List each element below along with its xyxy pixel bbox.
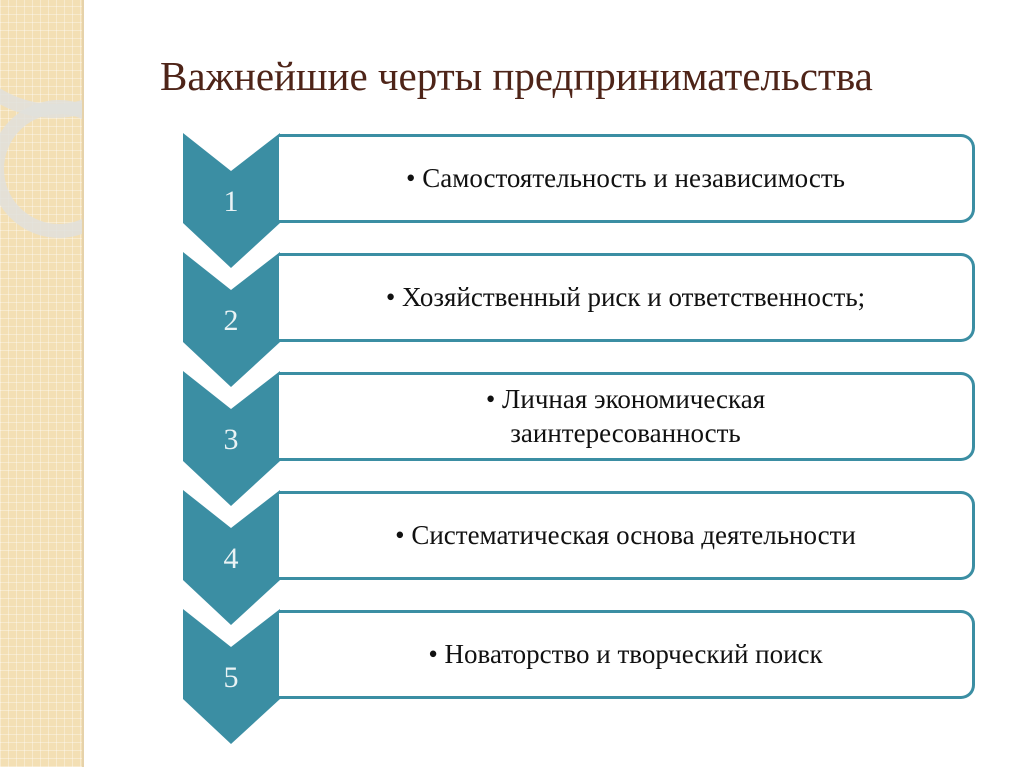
step-number: 3 (223, 423, 239, 456)
decorative-side-strip (0, 0, 84, 767)
slide-title: Важнейшие черты предпринимательства (160, 53, 873, 99)
list-item-text: • Новаторство и творческий поиск (428, 638, 823, 669)
chevron-shape (183, 609, 280, 744)
list-item-text: • Личная экономическая заинтересованност… (485, 383, 766, 448)
step-number: 2 (223, 304, 239, 337)
step-number: 5 (223, 661, 239, 694)
chevron-shape (183, 371, 280, 506)
step-number: 4 (223, 542, 239, 575)
list-item-text: • Хозяйственный риск и ответственность; (385, 281, 866, 312)
list-item-box: • Систематическая основа деятельности (279, 491, 975, 580)
list-item-box: • Новаторство и творческий поиск (279, 610, 975, 699)
chevron-shape (183, 490, 280, 625)
chevron-shape (183, 133, 280, 268)
step-number: 1 (223, 185, 239, 218)
list-item-text: • Самостоятельность и независимость (406, 162, 845, 193)
list-item-box: • Самостоятельность и независимость (279, 134, 975, 223)
chevron-shape (183, 252, 280, 387)
list-item-box: • Личная экономическая заинтересованност… (279, 372, 975, 461)
list-item-text: • Систематическая основа деятельности (395, 519, 856, 550)
list-item-box: • Хозяйственный риск и ответственность; (279, 253, 975, 342)
